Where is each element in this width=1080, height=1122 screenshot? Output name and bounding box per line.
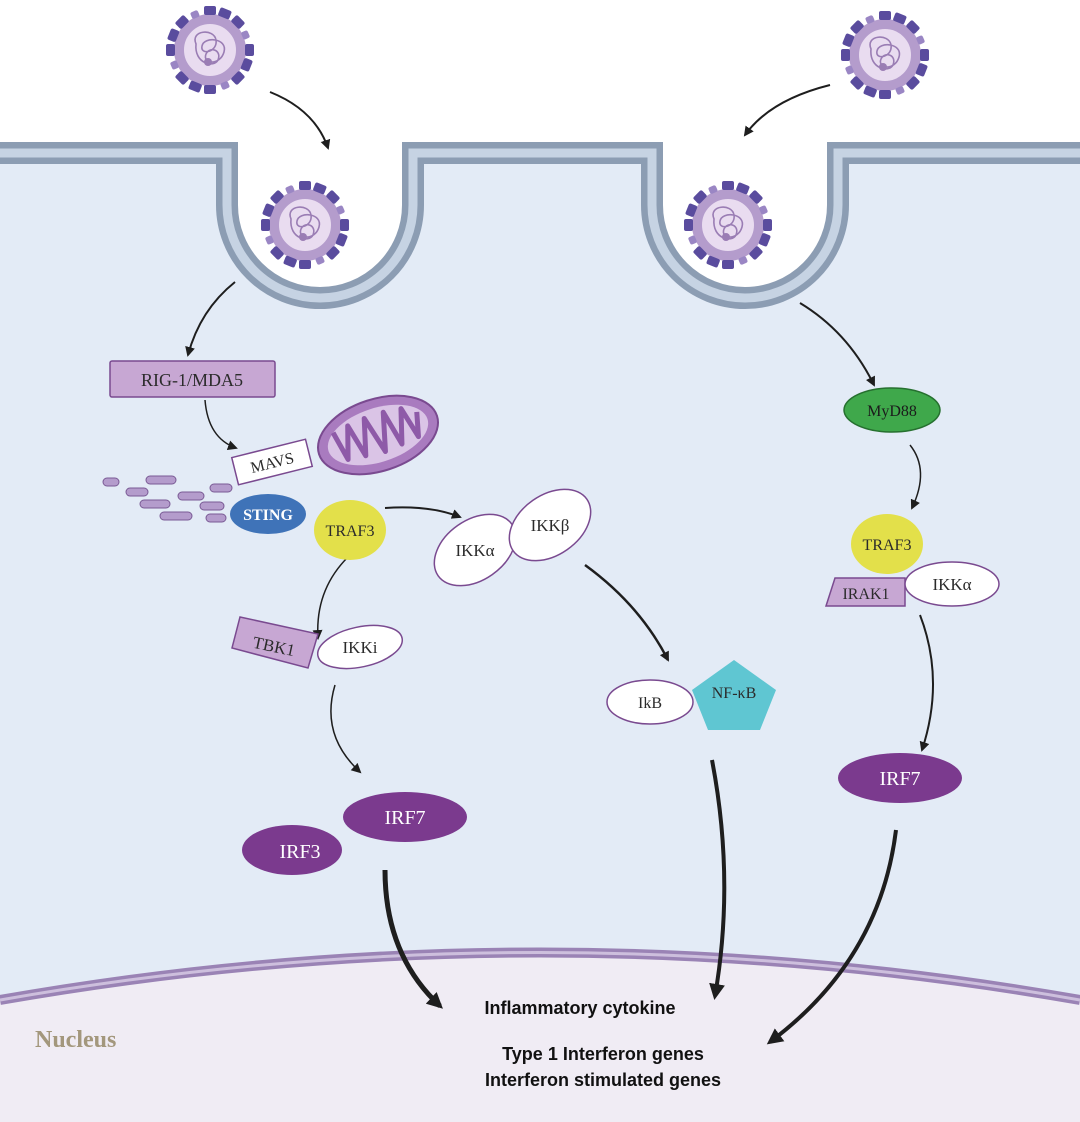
- arrow-nfkb-to-nucleus: [709, 759, 727, 1000]
- mitochondrion-icon: [316, 394, 440, 476]
- arrow-virus-to-rig: [185, 281, 236, 357]
- cell-membrane: [0, 142, 1080, 309]
- ikki-node: [316, 624, 404, 670]
- sting-label: STING: [243, 507, 293, 524]
- ikb-label: IkB: [638, 695, 662, 712]
- nucleus-label: Nucleus: [35, 1027, 116, 1053]
- virus-icon: [165, 5, 255, 95]
- virus-icon: [840, 10, 930, 100]
- nfkb-label: NF-κB: [712, 685, 757, 702]
- nucleus: [0, 952, 1080, 1122]
- myd88-label: MyD88: [867, 403, 917, 420]
- nfkb-node: [692, 660, 776, 730]
- ikkb-node: [508, 488, 592, 562]
- virus-icon: [260, 180, 350, 270]
- arrow-virus-to-myd88: [799, 302, 875, 387]
- sting-node: [230, 494, 306, 534]
- irf7-right-label: IRF7: [879, 768, 920, 790]
- arrow-irf7-to-nucleus: [766, 829, 898, 1045]
- traf3-right-node: [851, 514, 923, 574]
- arrow-tbk1-to-irf: [330, 684, 362, 774]
- interferon-stimulated-label: Interferon stimulated genes: [485, 1070, 721, 1090]
- arrow-irf-to-nucleus: [382, 869, 443, 1009]
- arrow-ikk-to-nfkb: [584, 563, 670, 662]
- mavs-node: MAVS: [230, 438, 314, 486]
- rig-mda5-node: [109, 360, 276, 398]
- type1-interferon-label: Type 1 Interferon genes: [502, 1044, 704, 1064]
- arrow-rig-to-mavs: [204, 399, 238, 451]
- irf7-right-node: [838, 753, 962, 803]
- irf7-left-node: [343, 792, 467, 842]
- irf7-left-label: IRF7: [384, 807, 425, 829]
- irf3-label: IRF3: [279, 841, 320, 863]
- traf3-left-label: TRAF3: [326, 523, 375, 540]
- arrow-myd88-to-traf3: [909, 444, 922, 510]
- arrow-irak1-to-irf7: [919, 614, 934, 752]
- cytoplasm: [0, 160, 1080, 1122]
- traf3-right-label: TRAF3: [863, 537, 912, 554]
- irf3-node: [242, 825, 342, 875]
- inflammatory-cytokine-label: Inflammatory cytokine: [484, 998, 675, 1018]
- ikkb-label: IKKβ: [531, 516, 570, 535]
- arrow-traf3-to-ikk: [384, 506, 462, 519]
- entry-arrow-right: [743, 84, 831, 137]
- irak1-node: [824, 577, 906, 607]
- entry-arrow-left: [269, 91, 331, 150]
- endoplasmic-reticulum-icon: [102, 475, 233, 523]
- tbk1-node: [231, 616, 319, 669]
- ikka-right-label: IKKα: [932, 575, 971, 594]
- rig-mda5-label: RIG-1/MDA5: [141, 370, 243, 390]
- ikb-node: [606, 679, 694, 725]
- arrow-traf3-to-tbk1: [312, 556, 349, 640]
- virus-icon: [683, 180, 773, 270]
- traf3-left-node: [314, 500, 386, 560]
- myd88-node: [843, 387, 941, 433]
- ikka-left-label: IKKα: [455, 541, 494, 560]
- ikki-label: IKKi: [343, 638, 378, 657]
- ikka-right-node: [904, 561, 1000, 607]
- irak1-label: IRAK1: [842, 586, 889, 603]
